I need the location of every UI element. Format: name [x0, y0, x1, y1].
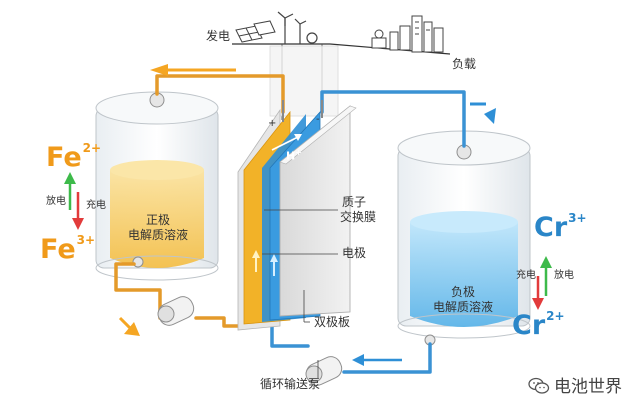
discharge-arrow [540, 256, 552, 268]
blue-flow-arrow-top [484, 108, 496, 124]
right-charge-label: 充电 [516, 270, 536, 281]
city-buildings-icon [411, 15, 444, 53]
left-charge-label: 充电 [86, 200, 106, 211]
electrode-label: 电极 [342, 246, 367, 260]
factory-icon [371, 25, 411, 51]
charge-arrow [532, 298, 544, 310]
discharge-source-label: 发电 [206, 29, 231, 43]
cr2-ion-label: Cr2+ [512, 309, 565, 341]
pump-label: 循环输送泵 [260, 377, 321, 391]
wind-turbine-icon [277, 11, 318, 44]
negative-terminal-sign: - [316, 114, 320, 125]
fe3-ion-label: Fe3+ [40, 233, 96, 265]
charge-arrow [72, 218, 84, 230]
right-discharge-label: 放电 [554, 270, 574, 281]
left-tank-label-line1: 正极 [145, 213, 171, 227]
callout-lines [262, 209, 338, 378]
orange-flow-arrow-bottom [124, 322, 140, 336]
cr3-ion-label: Cr3+ [534, 211, 587, 243]
discharge-arrow [64, 172, 76, 184]
left-tank-label-line2: 电解质溶液 [127, 228, 189, 242]
pump-icon [157, 296, 195, 326]
load-label: 负载 [452, 57, 477, 71]
positive-terminal-sign: + [268, 118, 277, 129]
proton-label: H+ [286, 148, 302, 163]
membrane-label-line2: 交换膜 [340, 210, 377, 224]
grid-wires [232, 43, 451, 120]
right-tank-label-line2: 电解质溶液 [432, 300, 494, 314]
right-tank-label-line1: 负极 [450, 285, 476, 299]
cell-stack [237, 100, 357, 331]
bipolar-plate-label: 双极板 [314, 315, 351, 329]
flow-arrows [118, 64, 496, 366]
fe2-ion-label: Fe2+ [46, 141, 102, 173]
left-discharge-label: 放电 [46, 196, 66, 207]
blue-flow-arrow-bottom [352, 354, 364, 366]
watermark: 电池世界 [528, 372, 622, 397]
negative-electrolyte-tank [397, 130, 531, 346]
orange-flow-arrow-top [150, 64, 168, 76]
membrane-label-line1: 质子 [342, 195, 367, 209]
left-charge-discharge-arrows [64, 172, 84, 230]
solar-panel-icon [235, 20, 276, 43]
wechat-icon [528, 377, 550, 394]
right-charge-discharge-arrows [532, 256, 552, 310]
watermark-text: 电池世界 [554, 377, 622, 397]
positive-electrolyte-tank [95, 91, 219, 281]
